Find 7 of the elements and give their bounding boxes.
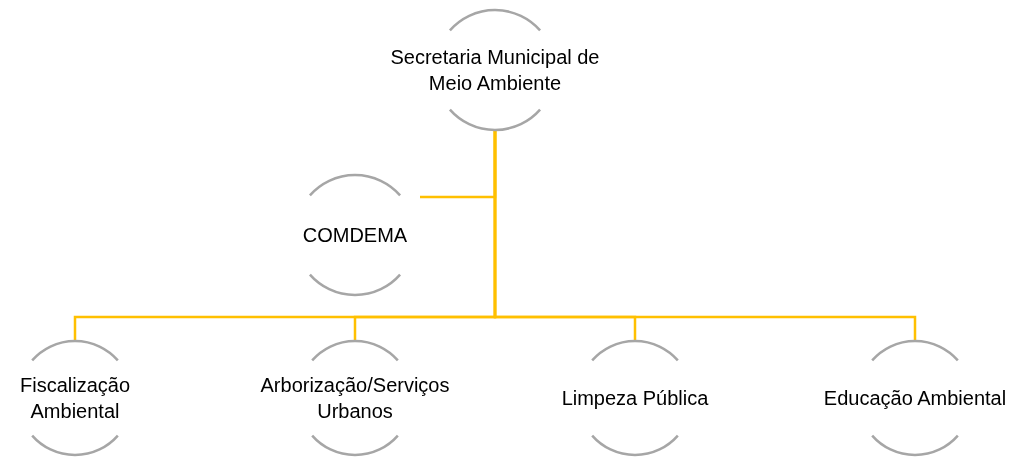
connector-line xyxy=(493,130,917,341)
unit-name: COMDEMA xyxy=(302,223,408,248)
unit-name: Educação Ambiental xyxy=(823,386,1007,411)
unit-name: Arborização/Serviços Urbanos xyxy=(259,373,451,424)
unit-name: Fiscalização Ambiental xyxy=(18,373,131,424)
unit-name: Limpeza Pública xyxy=(561,386,709,411)
unit-name: Secretaria Municipal de Meio Ambiente xyxy=(389,45,601,96)
